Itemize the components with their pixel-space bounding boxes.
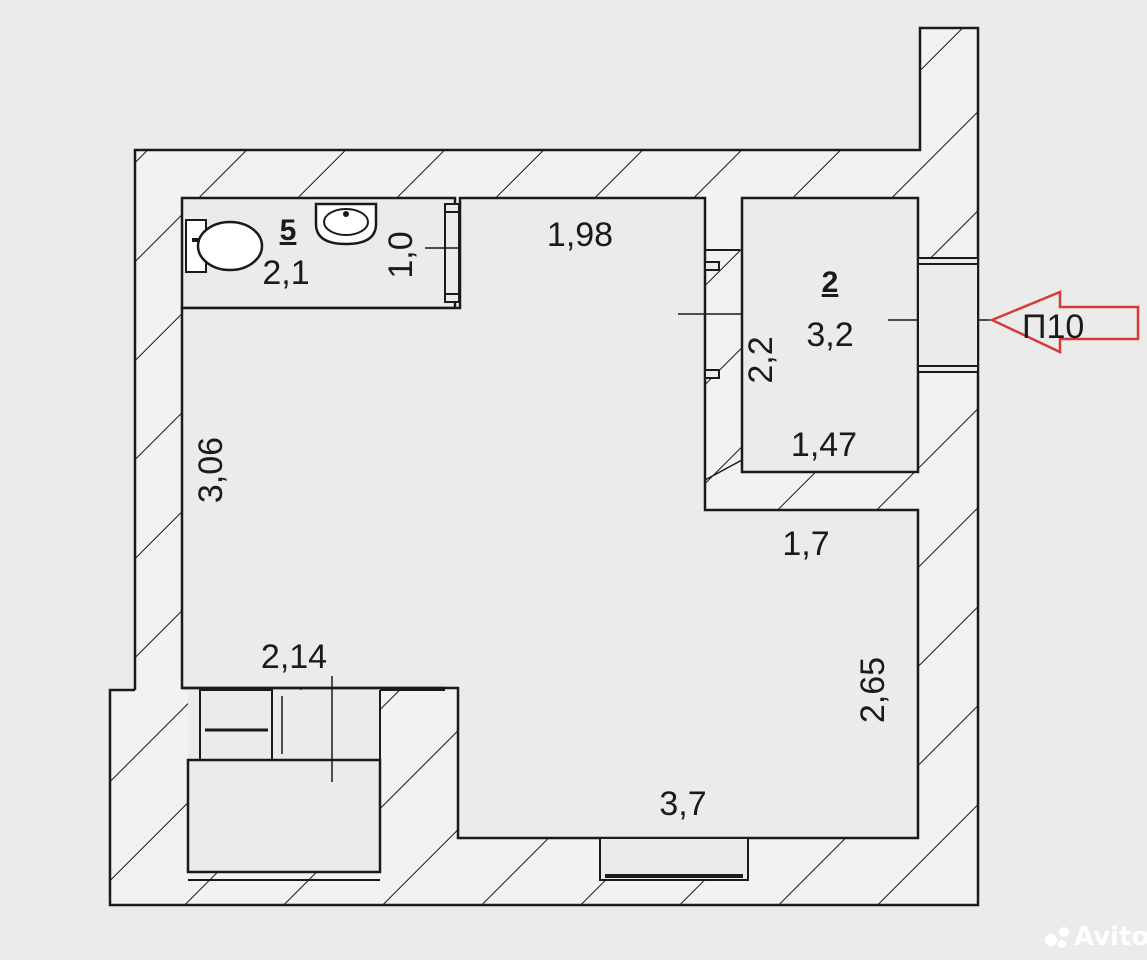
annotation-arrow: П10 xyxy=(988,290,1140,354)
bottom-width-dimension: 3,7 xyxy=(659,785,706,823)
step-width-dimension: 1,7 xyxy=(782,525,829,563)
main-room: 1,98 3,06 1,7 2,65 3,7 xyxy=(180,196,920,840)
watermark: Avito xyxy=(1045,922,1147,952)
storage-number: 2 xyxy=(822,266,839,299)
kitchen-width-dimension: 2,14 xyxy=(261,638,327,676)
storage-width-dimension: 1,47 xyxy=(791,426,857,464)
bathroom-area: 2,1 xyxy=(262,254,309,292)
bathroom: 5 2,1 1,0 xyxy=(180,196,488,310)
sink-icon xyxy=(314,202,378,246)
annotation-label: П10 xyxy=(1022,308,1084,346)
storage-room: 2 3,2 2,2 1,47 xyxy=(740,196,995,474)
bottom-window xyxy=(599,837,749,881)
toilet-icon xyxy=(185,219,264,273)
bath-depth-dimension: 1,0 xyxy=(382,231,420,278)
kitchen-niche: 2,14 xyxy=(182,638,445,881)
storage-area: 3,2 xyxy=(806,316,853,354)
bathroom-number: 5 xyxy=(280,214,297,247)
left-wall-dimension: 3,06 xyxy=(192,437,230,503)
storage-height-dimension: 2,2 xyxy=(742,336,780,383)
hall-top-width-dimension: 1,98 xyxy=(547,216,613,254)
right-wall-dimension: 2,65 xyxy=(854,657,892,723)
watermark-text: Avito xyxy=(1074,922,1147,952)
